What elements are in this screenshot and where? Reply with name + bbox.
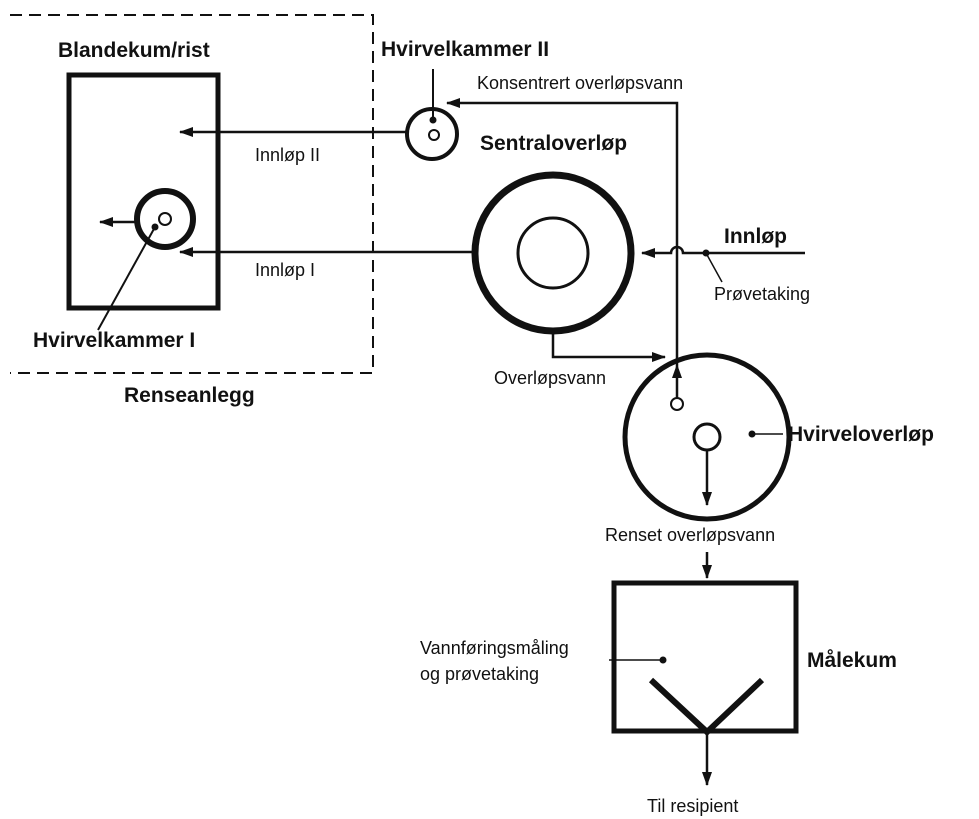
label-blandekum: Blandekum/rist: [58, 39, 210, 62]
label-vannforing-1: Vannføringsmåling: [420, 638, 569, 658]
hvirveloverlop-outer: [622, 352, 792, 522]
konsentrert-arrow: [446, 98, 679, 402]
label-konsentrert: Konsentrert overløpsvann: [477, 73, 683, 93]
hvirvelkammer-ii-dot: [429, 116, 437, 124]
label-sentraloverlop: Sentraloverløp: [480, 132, 627, 155]
label-innlop-ii: Innløp II: [255, 145, 320, 165]
hvirvelkammer-i-dot: [151, 223, 159, 231]
provetaking-pointer: [705, 252, 723, 283]
label-innlop-i: Innløp I: [255, 260, 315, 280]
label-til-resipient: Til resipient: [647, 796, 738, 816]
malekum-weir: [648, 677, 765, 737]
overlopsvann-arrow: [551, 331, 666, 362]
label-hvirvelkammer-ii: Hvirvelkammer II: [381, 38, 549, 61]
label-malekum: Målekum: [807, 649, 897, 672]
hvirvelkammer-i-outer: [134, 188, 196, 250]
label-renset: Renset overløpsvann: [605, 525, 775, 545]
hvirvelkammer-i-pointer: [97, 226, 156, 331]
label-hvirveloverlop: Hvirveloverløp: [788, 423, 934, 446]
label-innlop: Innløp: [724, 225, 787, 248]
label-vannforing-2: og prøvetaking: [420, 664, 539, 684]
hvirvelkammer-ii-inner: [428, 129, 440, 141]
hvirveloverlop-center: [692, 422, 722, 452]
label-renseanlegg: Renseanlegg: [124, 384, 255, 407]
sentraloverlop-inner: [516, 216, 590, 290]
blandekum-box: [66, 72, 221, 311]
sentraloverlop-outer: [471, 171, 635, 335]
label-hvirvelkammer-i: Hvirvelkammer I: [33, 329, 195, 352]
label-provetaking: Prøvetaking: [714, 284, 810, 304]
malekum-box: [611, 580, 799, 734]
renseanlegg-boundary: [10, 14, 374, 374]
hvirvelkammer-i-inner: [158, 212, 172, 226]
hvirveloverlop-small: [670, 397, 684, 411]
label-overlopsvann: Overløpsvann: [494, 368, 606, 388]
